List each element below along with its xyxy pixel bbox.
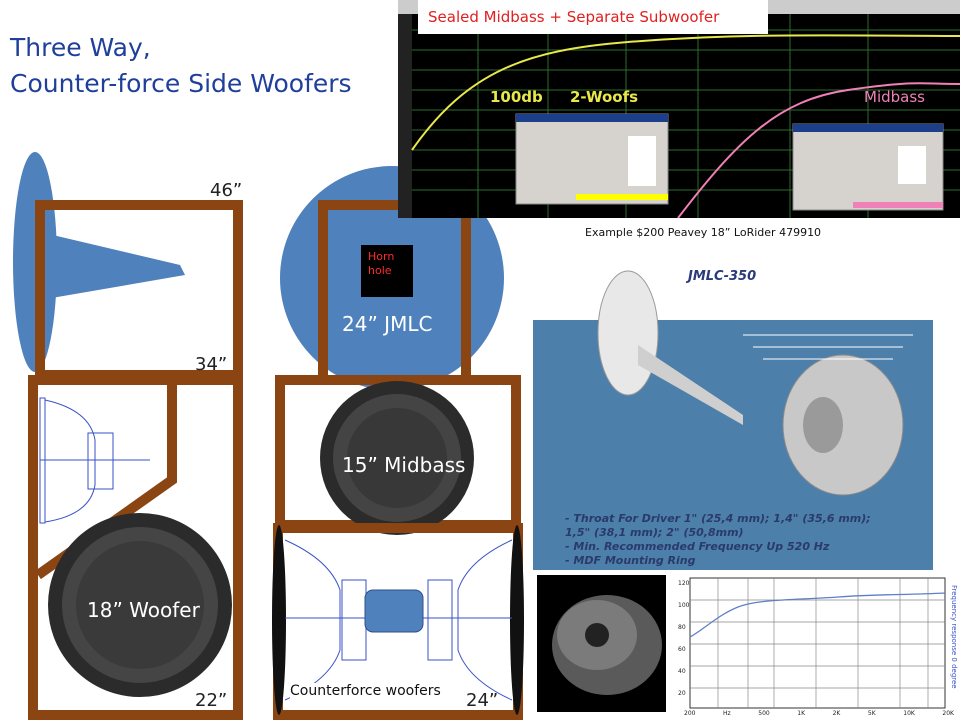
jmlc-label: 24” JMLC <box>342 312 433 336</box>
spec-line-4: - MDF Mounting Ring <box>565 554 696 567</box>
simulation-plot <box>398 0 960 218</box>
left-lower-box <box>28 375 243 720</box>
horn-throat <box>638 345 743 425</box>
dim-24: 24” <box>466 690 499 711</box>
woofer-18-label: 18” Woofer <box>87 598 200 622</box>
curve-100db-label: 100db <box>490 88 543 106</box>
dim-46: 46” <box>210 180 243 201</box>
freq-y-ticks: 120 100 80 60 40 20 <box>678 580 690 697</box>
jmlc-heading: JMLC-350 <box>688 269 757 284</box>
title-line-2: Counter-force Side Woofers <box>10 69 352 98</box>
counterforce-right-cap <box>510 525 524 715</box>
counterforce-left-cap <box>272 525 286 715</box>
spec-line-2: 1,5" (38,1 mm); 2" (50,8mm) <box>565 526 744 539</box>
freq-x-ticks: 200 Hz 500 1K 2K 5K 10K 20K <box>684 710 954 717</box>
cabinet-drawing <box>13 152 524 720</box>
counterforce-center-block <box>364 589 424 633</box>
horn-mouth-left <box>597 270 659 396</box>
horn-hole-label: Horn hole <box>368 250 395 277</box>
slide-title: Three Way, Counter-force Side Woofers <box>10 30 352 102</box>
title-line-1: Three Way, <box>10 33 151 62</box>
left-driver-schematic <box>39 397 150 524</box>
horn-hole <box>361 245 413 297</box>
simulation-window: Sealed Midbass + Separate Subwoofer 100d… <box>398 0 960 218</box>
simulation-caption: Example $200 Peavey 18” LoRider 479910 <box>585 226 822 239</box>
spec-line-3: - Min. Recommended Frequency Up 520 Hz <box>565 540 830 553</box>
compression-driver-photo <box>537 575 666 712</box>
counterforce-label: Counterforce woofers <box>290 683 441 699</box>
freq-side-label: Frequency response 0 degree <box>950 585 958 689</box>
jmlc-horn-panel: JMLC-350 <box>533 265 933 570</box>
curve-midbass-label: Midbass <box>864 88 925 106</box>
midbass-label: 15” Midbass <box>342 453 466 477</box>
dim-22: 22” <box>195 690 228 711</box>
left-horn-body <box>40 232 185 300</box>
curve-2woofs-label: 2-Woofs <box>570 88 639 106</box>
frequency-response-chart: 120 100 80 60 40 20 Frequency response 0… <box>678 575 960 720</box>
simulation-title: Sealed Midbass + Separate Subwoofer <box>418 0 768 34</box>
spec-line-1: - Throat For Driver 1" (25,4 mm); 1,4" (… <box>565 512 871 525</box>
jmlc-specs: - Throat For Driver 1" (25,4 mm); 1,4" (… <box>565 512 925 568</box>
dim-34: 34” <box>195 354 228 375</box>
